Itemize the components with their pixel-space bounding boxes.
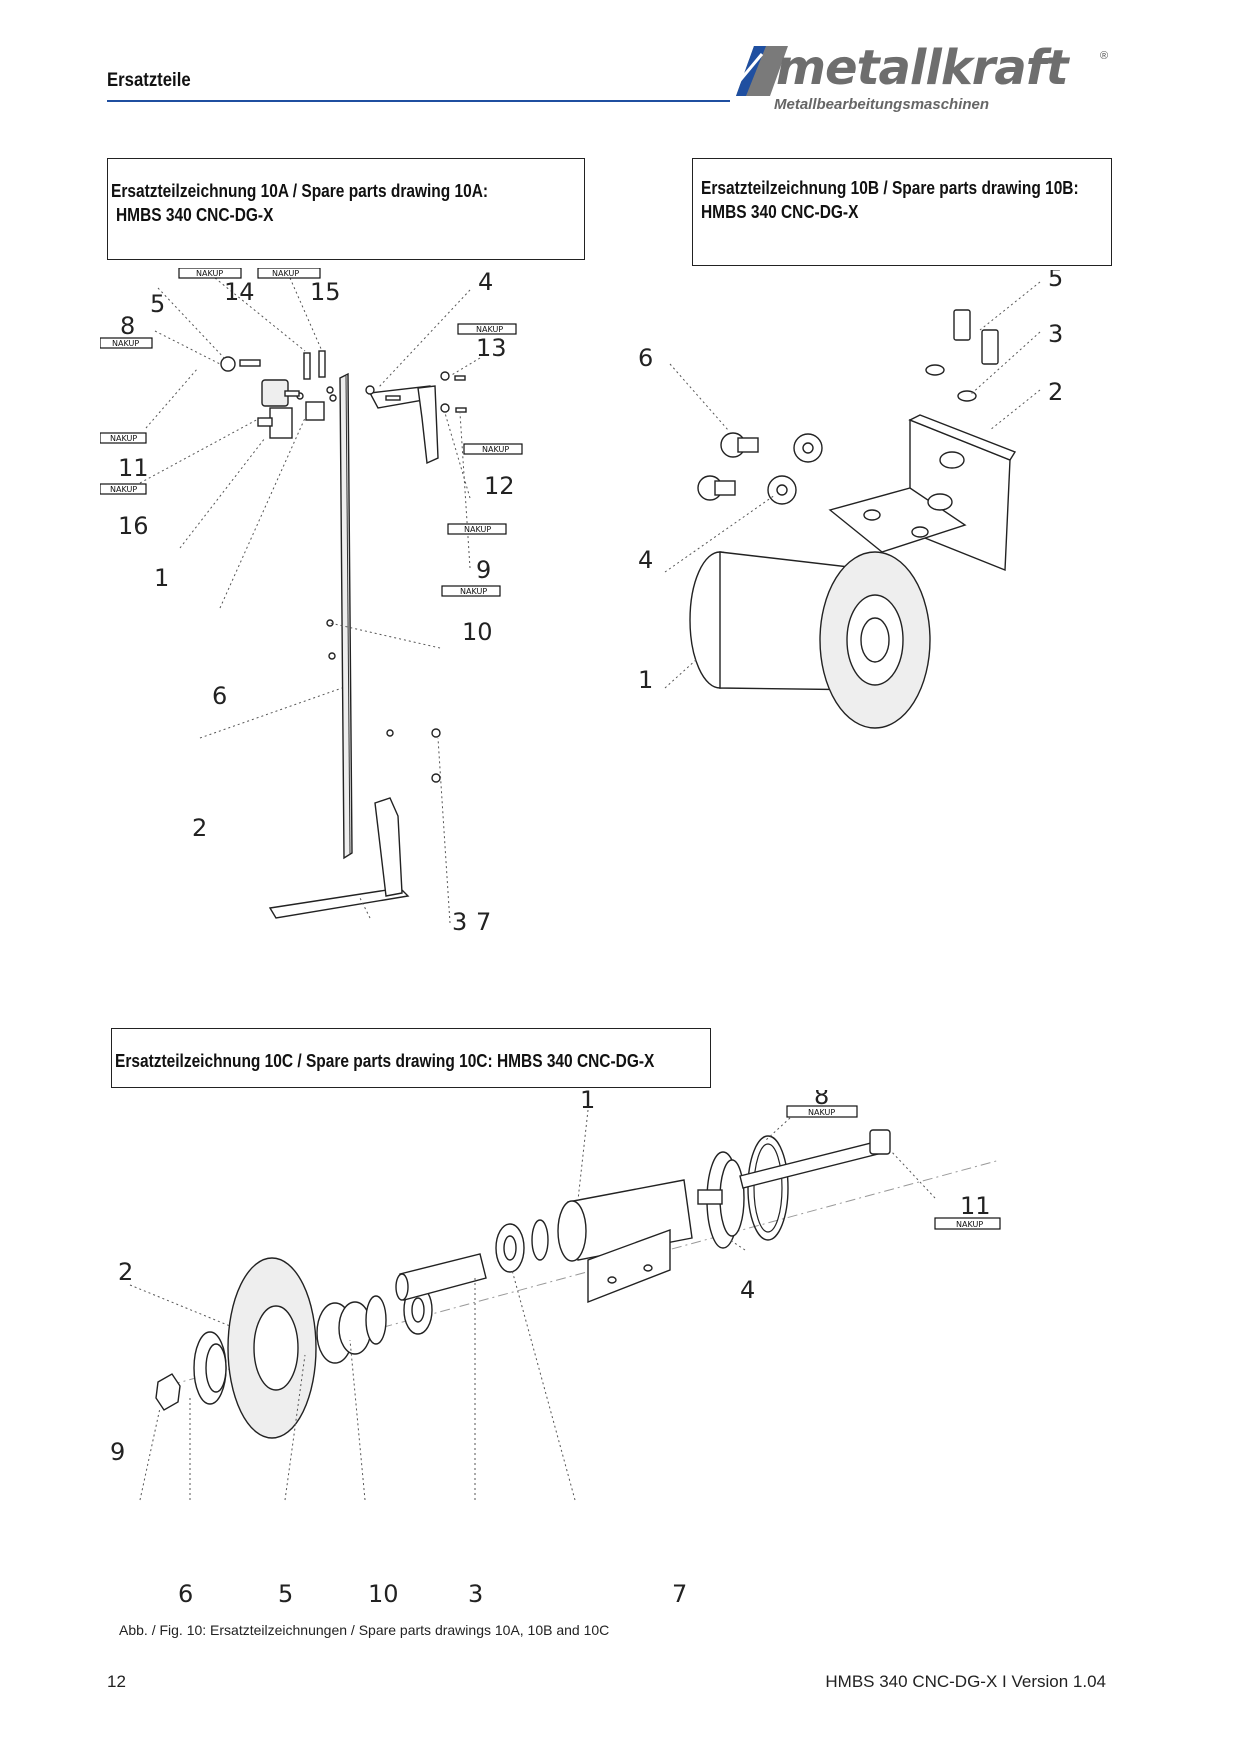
svg-text:3: 3 <box>468 1580 483 1608</box>
svg-text:3: 3 <box>452 908 467 936</box>
snap-ring <box>531 1219 549 1261</box>
svg-text:14: 14 <box>224 278 255 306</box>
leader-lines-10a <box>139 277 481 924</box>
svg-text:2: 2 <box>1048 378 1063 406</box>
brand-tagline: Metallbearbeitungsmaschinen <box>774 96 990 113</box>
figure-caption: Abb. / Fig. 10: Ersatzteilzeichnungen / … <box>119 1622 610 1638</box>
ring-part-10 <box>365 1295 387 1345</box>
drawing-10a-model: HMBS 340 CNC-DG-X <box>116 205 274 225</box>
svg-text:9: 9 <box>110 1438 125 1466</box>
leader-lines-10b <box>664 281 1041 689</box>
svg-text:13: 13 <box>476 334 507 362</box>
svg-text:NAKUP: NAKUP <box>460 587 487 596</box>
svg-text:11: 11 <box>960 1192 991 1220</box>
svg-text:1: 1 <box>154 564 169 592</box>
sleeve-part-3 <box>395 1253 487 1301</box>
svg-text:6: 6 <box>178 1580 193 1608</box>
drawing-10b-title: Ersatzteilzeichnung 10B / Spare parts dr… <box>701 178 1079 198</box>
svg-text:16: 16 <box>118 512 149 540</box>
drawing-10c-exploded-view: NAKUP NAKUP 1 2 3 4 5 6 7 8 9 10 11 <box>110 1090 1001 1608</box>
drawing-10a-exploded-view: NAKUP NAKUP NAKUP NAKUP NAKUP NAKUP NAKU… <box>100 268 523 936</box>
flange-part-6 <box>193 1331 227 1405</box>
roller-part-1 <box>689 551 931 729</box>
bolt-part-11 <box>739 1129 891 1189</box>
drawing-10b-exploded-view: 1 2 3 4 5 6 <box>638 270 1063 729</box>
ring-part-8 <box>747 1135 789 1241</box>
header-rule <box>107 100 730 102</box>
nut-part-9 <box>155 1373 181 1411</box>
svg-text:10: 10 <box>462 618 493 646</box>
svg-text:15: 15 <box>310 278 341 306</box>
logo-mark-icon <box>732 46 788 96</box>
nakup-tags-10c: NAKUP NAKUP <box>786 1105 1001 1230</box>
svg-text:12: 12 <box>484 472 515 500</box>
callouts-10a: 1 2 3 4 5 6 7 8 9 10 11 12 13 14 15 16 <box>118 268 515 936</box>
svg-text:5: 5 <box>150 290 165 318</box>
svg-text:10: 10 <box>368 1580 399 1608</box>
svg-text:7: 7 <box>476 908 491 936</box>
svg-text:NAKUP: NAKUP <box>112 339 139 348</box>
pulley-part-4 <box>697 1151 745 1249</box>
svg-text:9: 9 <box>476 556 491 584</box>
drawing-10c-title: Ersatzteilzeichnung 10C / Spare parts dr… <box>115 1051 655 1071</box>
drawing-10b-title-box: Ersatzteilzeichnung 10B / Spare parts dr… <box>692 158 1112 266</box>
small-parts-10a <box>220 350 467 783</box>
svg-text:4: 4 <box>638 546 653 574</box>
gear-part-2 <box>227 1257 317 1439</box>
svg-text:3: 3 <box>1048 320 1063 348</box>
svg-text:NAKUP: NAKUP <box>272 269 299 278</box>
section-title: Ersatzteile <box>107 70 191 91</box>
svg-text:NAKUP: NAKUP <box>110 485 137 494</box>
svg-text:1: 1 <box>638 666 653 694</box>
svg-text:8: 8 <box>814 1090 829 1110</box>
rail-part-2 <box>339 372 353 860</box>
screws-and-washers <box>697 432 823 505</box>
svg-text:NAKUP: NAKUP <box>808 1108 835 1117</box>
drawing-10c-title-box: Ersatzteilzeichnung 10C / Spare parts dr… <box>111 1028 711 1088</box>
leader-lines-10c <box>129 1109 936 1501</box>
svg-text:NAKUP: NAKUP <box>956 1220 983 1229</box>
svg-text:4: 4 <box>740 1276 755 1304</box>
drawing-10b-model: HMBS 340 CNC-DG-X <box>701 202 859 222</box>
drawing-10a-title: Ersatzteilzeichnung 10A / Spare parts dr… <box>111 181 489 201</box>
bracket-part-2 <box>828 414 1017 572</box>
svg-text:11: 11 <box>118 454 149 482</box>
svg-text:7: 7 <box>672 1580 687 1608</box>
callouts-10c: 1 2 3 4 5 6 7 8 9 10 11 <box>110 1090 991 1608</box>
bearing-part-7 <box>495 1223 525 1273</box>
svg-text:2: 2 <box>192 814 207 842</box>
svg-text:6: 6 <box>638 344 653 372</box>
svg-text:NAKUP: NAKUP <box>464 525 491 534</box>
svg-text:2: 2 <box>118 1258 133 1286</box>
svg-text:1: 1 <box>580 1090 595 1114</box>
svg-text:NAKUP: NAKUP <box>476 325 503 334</box>
callouts-10b: 1 2 3 4 5 6 <box>638 270 1063 694</box>
brand-logo: metallkraft ® Metallbearbeitungsmaschine… <box>732 40 1112 116</box>
housing-part-1 <box>557 1179 693 1304</box>
svg-text:4: 4 <box>478 268 493 296</box>
svg-text:6: 6 <box>212 682 227 710</box>
brand-name: metallkraft <box>776 40 1069 96</box>
drawing-10a-title-box: Ersatzteilzeichnung 10A / Spare parts dr… <box>107 158 585 260</box>
document-version: HMBS 340 CNC-DG-X I Version 1.04 <box>825 1672 1106 1691</box>
top-bracket-part-4 <box>368 385 439 465</box>
svg-text:5: 5 <box>1048 270 1063 292</box>
page-number: 12 <box>107 1672 126 1691</box>
nakup-tags-10a: NAKUP NAKUP NAKUP NAKUP NAKUP NAKUP NAKU… <box>100 268 523 597</box>
bolts-part-5 <box>925 309 999 402</box>
svg-text:NAKUP: NAKUP <box>110 434 137 443</box>
base-bracket-part-3 <box>268 797 410 919</box>
registered-mark: ® <box>1100 50 1109 62</box>
svg-text:NAKUP: NAKUP <box>196 269 223 278</box>
hub-part-5 <box>316 1301 372 1364</box>
svg-text:5: 5 <box>278 1580 293 1608</box>
svg-text:8: 8 <box>120 312 135 340</box>
svg-text:NAKUP: NAKUP <box>482 445 509 454</box>
